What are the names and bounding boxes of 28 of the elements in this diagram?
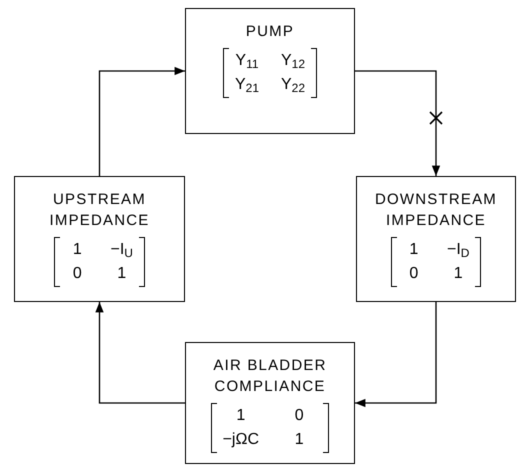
matrix-entry: 1 [72,240,83,260]
matrix-entry: Y$_{11}$ [234,51,259,72]
matrix-entry: Y$_{12}$ [281,51,306,72]
block-title: AIR BLADDER COMPLIANCE [212,356,328,397]
connector-arrow [95,302,185,404]
matrix-box [14,176,185,302]
matrix-entry: −I$_{U}$ [110,240,133,261]
matrix-entry: −jΩC [222,430,259,450]
matrix-entry: 0 [294,406,305,426]
matrix-entry: 0 [408,264,420,284]
connector-arrow [355,70,440,176]
matrix-box [356,176,516,302]
matrix-box [185,342,355,464]
block-title: DOWNSTREAM IMPEDANCE [374,190,498,231]
matrix-box [185,8,355,134]
matrix-entry: 1 [235,406,246,426]
matrix-entry: 1 [452,264,464,284]
matrix-entry: −I$_{D}$ [447,240,470,261]
matrix-entry: 0 [72,264,83,284]
matrix-entry: Y$_{22}$ [281,75,306,96]
connector-arrow [355,302,437,408]
matrix-entry: 1 [408,240,420,260]
block-title: UPSTREAM IMPEDANCE [48,190,150,231]
matrix-entry: 1 [116,264,128,284]
connector-arrow [98,66,185,176]
matrix-entry: 1 [294,430,305,450]
matrix-entry: Y$_{21}$ [234,75,259,96]
block-title: PUMP [244,22,296,42]
